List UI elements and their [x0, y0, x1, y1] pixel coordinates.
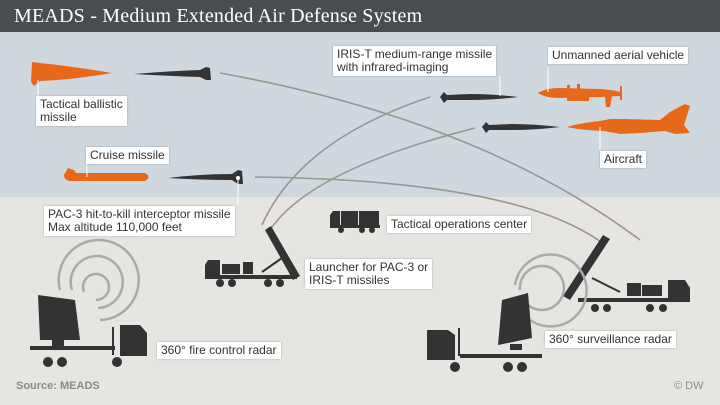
pac3-missile-icon — [168, 170, 243, 184]
title-bar: MEADS - Medium Extended Air Defense Syst… — [0, 0, 720, 32]
label-cruise-missile: Cruise missile — [86, 147, 169, 164]
label-iris-t-missile: IRIS-T medium-range missile with infrare… — [333, 46, 497, 76]
trajectory-iris-aircraft — [269, 127, 476, 231]
label-uav: Unmanned aerial vehicle — [548, 47, 689, 64]
label-text: Aircraft — [604, 152, 643, 166]
label-text: PAC-3 hit-to-kill interceptor missile Ma… — [48, 207, 231, 234]
label-text: IRIS-T medium-range missile with infrare… — [337, 47, 493, 74]
label-text: Tactical ballistic missile — [40, 97, 123, 124]
label-text: Unmanned aerial vehicle — [552, 48, 685, 62]
page-title: MEADS - Medium Extended Air Defense Syst… — [14, 5, 423, 27]
label-text: Cruise missile — [90, 148, 165, 162]
label-launcher: Launcher for PAC-3 or IRIS-T missiles — [305, 259, 433, 289]
label-text: 360° surveillance radar — [549, 332, 672, 346]
pac3-missile-icon-upper — [134, 67, 211, 80]
label-fire-control-radar: 360° fire control radar — [157, 342, 281, 359]
surveillance-radar-icon — [427, 253, 588, 372]
trajectory-iris-uav — [261, 96, 431, 226]
iris-t-missile-icon-lower — [482, 122, 560, 133]
copyright: © DW — [674, 380, 704, 392]
trajectory-cruise — [254, 176, 606, 246]
label-text: 360° fire control radar — [161, 343, 277, 357]
label-pac3-missile: PAC-3 hit-to-kill interceptor missile Ma… — [44, 206, 235, 236]
fire-control-radar-icon — [30, 238, 147, 367]
label-text: Launcher for PAC-3 or IRIS-T missiles — [309, 260, 429, 287]
cruise-missile-icon — [64, 168, 149, 181]
aircraft-icon — [567, 104, 690, 134]
iris-t-missile-icon-upper — [440, 92, 518, 103]
source-credit: Source: MEADS — [16, 380, 100, 392]
label-text: Tactical operations center — [391, 217, 528, 231]
launcher-icon-left — [205, 226, 300, 287]
ballistic-missile-icon — [31, 62, 112, 86]
label-surveillance-radar: 360° surveillance radar — [545, 331, 676, 348]
label-tactical-ballistic-missile: Tactical ballistic missile — [36, 96, 127, 126]
label-tactical-operations-center: Tactical operations center — [387, 216, 532, 233]
trajectory-ballistic — [219, 72, 641, 241]
tactical-operations-center-icon — [330, 211, 380, 233]
uav-icon — [538, 84, 622, 107]
label-aircraft: Aircraft — [600, 151, 647, 168]
launcher-icon-right — [563, 235, 690, 312]
